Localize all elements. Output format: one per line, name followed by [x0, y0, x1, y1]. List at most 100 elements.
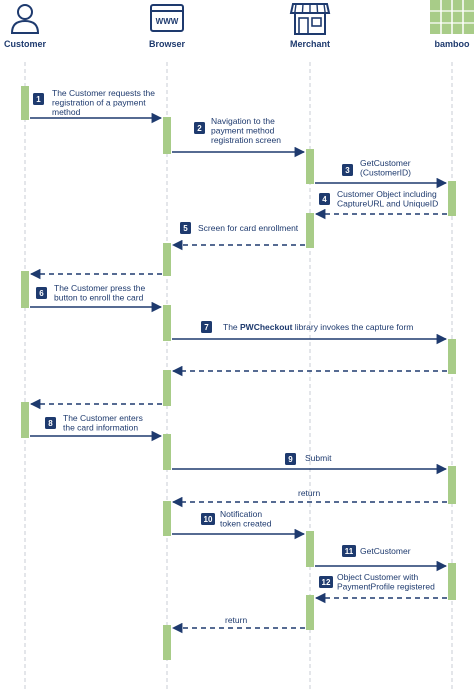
message-3: 3 GetCustomer(CustomerID) — [315, 158, 448, 189]
message-label-segment: Screen for card enrollment — [198, 223, 299, 233]
message-label-line: GetCustomer — [360, 158, 411, 168]
actor-label-browser: Browser — [149, 39, 186, 49]
message-label-line: Notification — [220, 509, 262, 519]
actor-bamboo: bamboo — [430, 0, 474, 49]
message-label-line: the card information — [63, 423, 138, 433]
step-badge — [45, 417, 56, 429]
message-label-line: payment method — [211, 126, 275, 136]
browser-icon-text: WWW — [156, 17, 179, 26]
step-number: 3 — [345, 166, 350, 175]
message-label-line: button to enroll the card — [54, 293, 144, 303]
message-label-line: The PWCheckout library invokes the captu… — [223, 322, 413, 332]
step-number: 5 — [183, 224, 188, 233]
message-label-line: return — [298, 488, 320, 498]
message-label-segment: Navigation to the — [211, 116, 275, 126]
activation-bar-merchant — [306, 213, 314, 248]
activation-bar-browser — [163, 305, 171, 341]
activation-bars — [21, 86, 456, 660]
activation-bar-customer — [21, 86, 29, 120]
step-badge — [33, 93, 44, 105]
message-label-segment: payment method — [211, 126, 275, 136]
activation-bar-merchant — [306, 149, 314, 184]
message-label-line: token created — [220, 519, 272, 529]
activation-bar-browser — [163, 370, 171, 406]
activation-bar-browser — [163, 243, 171, 276]
activation-bar-merchant — [306, 531, 314, 567]
message-11: 11 GetCustomer — [315, 545, 448, 572]
message-label-segment: return — [298, 488, 320, 498]
step-badge — [285, 453, 296, 465]
message-label-segment: method — [52, 107, 81, 117]
step-number: 2 — [197, 124, 202, 133]
message-label-line: method — [52, 107, 81, 117]
message-label-segment: registration of a payment — [52, 98, 146, 108]
actor-merchant: Merchant — [289, 3, 331, 49]
activation-bar-bamboo — [448, 466, 456, 504]
activation-bar-bamboo — [448, 563, 456, 600]
actor-browser: WWW Browser — [149, 4, 186, 49]
message-label-segment: the card information — [63, 423, 138, 433]
step-number: 7 — [204, 323, 209, 332]
step-number: 10 — [204, 515, 213, 524]
step-number: 11 — [345, 547, 354, 556]
storefront-icon — [289, 3, 331, 35]
message-return-12: return — [171, 488, 447, 508]
message-label-segment: GetCustomer — [360, 158, 411, 168]
message-label-segment: The Customer press the — [54, 283, 145, 293]
actor-customer: Customer — [4, 4, 47, 49]
person-icon — [10, 4, 40, 34]
activation-bar-customer — [21, 402, 29, 438]
actor-headers: Customer WWW Browser Merchant bamboo — [4, 0, 474, 49]
actor-label-bamboo: bamboo — [435, 39, 471, 49]
message-label-line: GetCustomer — [360, 546, 411, 556]
message-label-line: (CustomerID) — [360, 168, 411, 178]
message-label-segment: return — [225, 615, 247, 625]
step-number: 8 — [48, 419, 53, 428]
message-label-line: return — [225, 615, 247, 625]
message-label-segment: library invokes the capture form — [292, 322, 413, 332]
step-badge — [201, 321, 212, 333]
message-label-segment: Object Customer with — [337, 572, 419, 582]
message-label-line: The Customer requests the — [52, 88, 155, 98]
message-label-emphasis: PWCheckout — [240, 322, 293, 332]
message-7: 7 The PWCheckout library invokes the capt… — [172, 321, 448, 345]
bamboo-logo-icon — [430, 0, 474, 34]
message-5: 5 Screen for card enrollment — [171, 222, 305, 251]
message-label-line: CaptureURL and UniqueID — [337, 199, 438, 209]
step-badge — [342, 545, 356, 557]
activation-bar-bamboo — [448, 181, 456, 216]
browser-www-icon: WWW — [150, 4, 184, 32]
message-label-segment: PaymentProfile registered — [337, 582, 435, 592]
message-label-segment: The — [223, 322, 240, 332]
message-label-line: Navigation to the — [211, 116, 275, 126]
activation-bar-customer — [21, 271, 29, 308]
step-badge — [342, 164, 353, 176]
activation-bar-browser — [163, 434, 171, 470]
activation-bar-bamboo — [448, 339, 456, 374]
message-label-segment: Notification — [220, 509, 262, 519]
message-label-line: Object Customer with — [337, 572, 419, 582]
activation-bar-browser — [163, 501, 171, 536]
step-badge — [194, 122, 205, 134]
step-number: 1 — [36, 95, 41, 104]
message-label-line: registration of a payment — [52, 98, 146, 108]
message-label-segment: Customer Object including — [337, 189, 437, 199]
message-label-line: Screen for card enrollment — [198, 223, 299, 233]
activation-bar-browser — [163, 625, 171, 660]
message-label-line: The Customer press the — [54, 283, 145, 293]
actor-label-customer: Customer — [4, 39, 47, 49]
message-label-segment: The Customer requests the — [52, 88, 155, 98]
step-badge — [201, 513, 215, 525]
actor-label-merchant: Merchant — [290, 39, 330, 49]
message-label-segment: token created — [220, 519, 272, 529]
step-badge — [180, 222, 191, 234]
message-label-segment: (CustomerID) — [360, 168, 411, 178]
